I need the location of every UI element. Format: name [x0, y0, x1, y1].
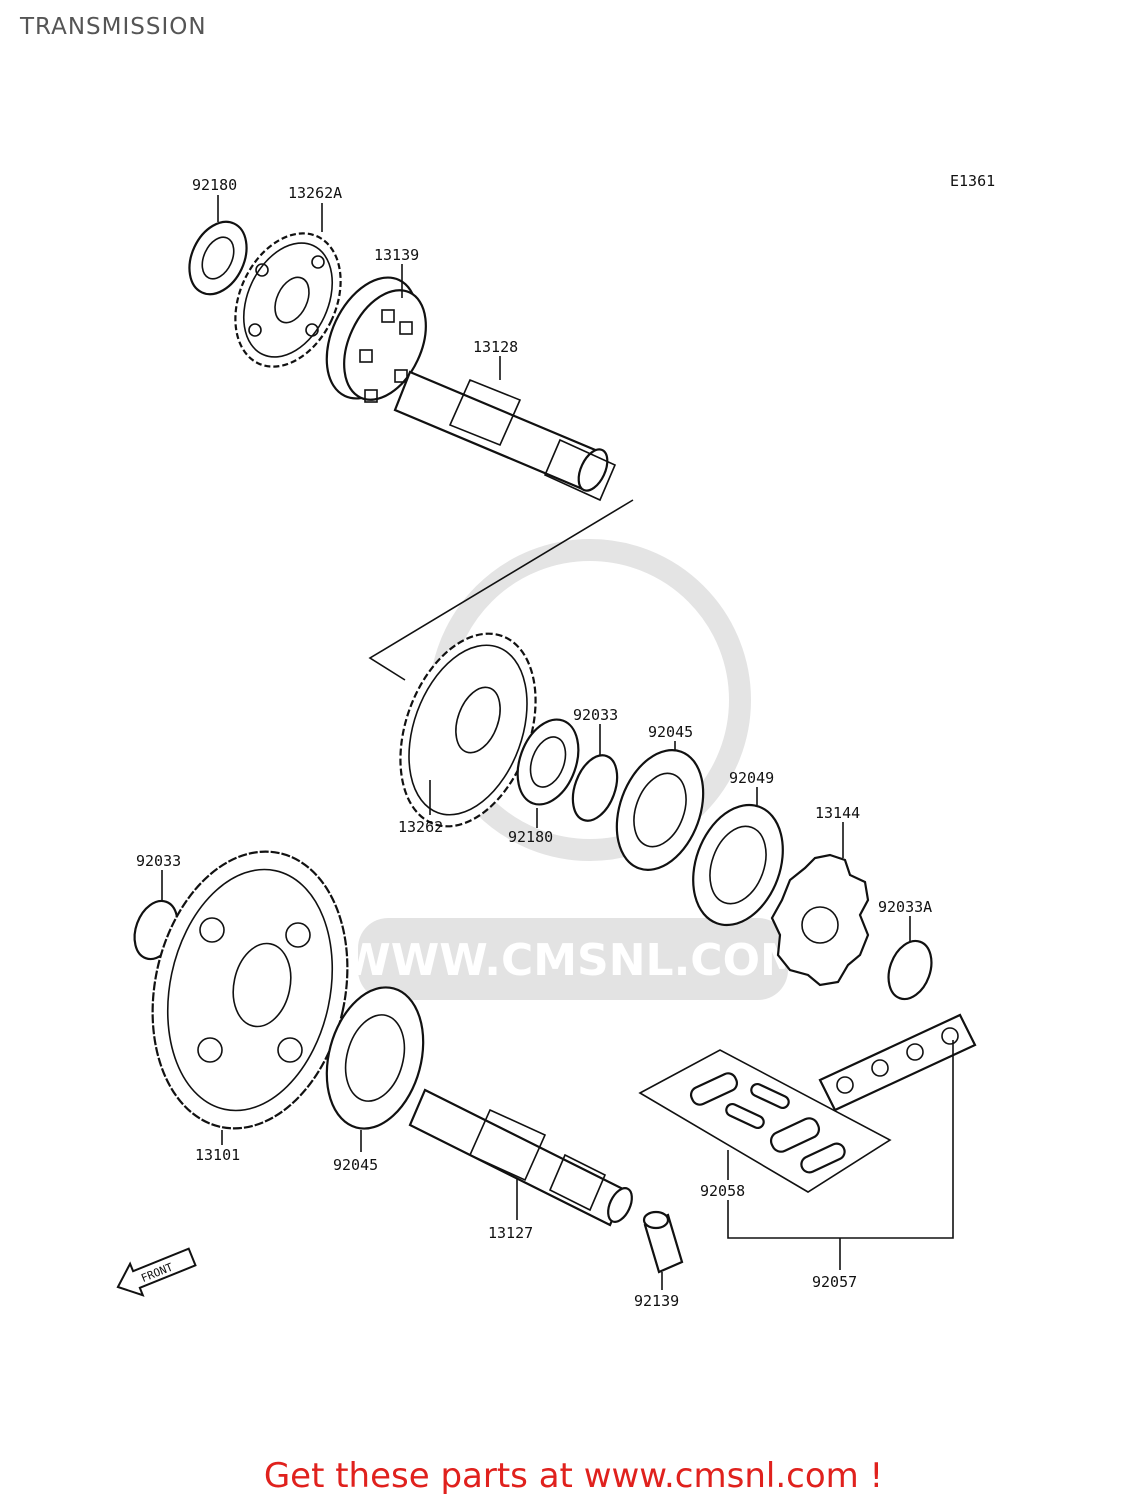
leader-lines — [161, 195, 954, 1290]
oil-seal-92049[interactable] — [677, 792, 798, 937]
part-label[interactable]: 13262 — [398, 818, 443, 836]
part-label[interactable]: 92033A — [878, 898, 932, 916]
front-arrow-icon: FRONT — [116, 1247, 197, 1297]
shaft-13128[interactable] — [393, 370, 617, 502]
part-label[interactable]: 92049 — [729, 769, 774, 787]
footer-link[interactable]: www.cmsnl.com — [583, 1456, 859, 1496]
part-label[interactable]: 92058 — [700, 1182, 745, 1200]
part-label[interactable]: 92045 — [648, 723, 693, 741]
collar-13139[interactable] — [309, 263, 442, 413]
master-link-92058[interactable] — [638, 1049, 892, 1193]
part-label[interactable]: 13139 — [374, 246, 419, 264]
assembly-line — [368, 499, 634, 681]
diagram-code: E1361 — [950, 172, 995, 190]
circlip-92033a[interactable] — [881, 935, 939, 1005]
circlip-92033-right[interactable] — [565, 749, 626, 827]
footer-promo: Get these parts at www.cmsnl.com ! — [0, 1456, 1147, 1496]
sprocket-13144[interactable] — [770, 853, 870, 987]
gear-13262a[interactable] — [215, 216, 361, 383]
part-label[interactable]: 92045 — [333, 1156, 378, 1174]
part-label[interactable]: 92057 — [812, 1273, 857, 1291]
gear-13101[interactable] — [128, 833, 372, 1146]
page-title: TRANSMISSION — [20, 14, 207, 40]
shaft-13127[interactable] — [408, 1088, 637, 1227]
washer-92180-top[interactable] — [178, 213, 257, 304]
part-label[interactable]: 92139 — [634, 1292, 679, 1310]
chain-92057[interactable] — [818, 1013, 977, 1112]
bearing-92045-left[interactable] — [312, 977, 438, 1140]
bearing-92045-right[interactable] — [601, 738, 719, 882]
part-label[interactable]: 13262A — [288, 184, 342, 202]
part-label[interactable]: 13144 — [815, 804, 860, 822]
part-label[interactable]: 92033 — [573, 706, 618, 724]
gear-13262[interactable] — [376, 615, 561, 845]
part-label[interactable]: 92033 — [136, 852, 181, 870]
watermark-text: WWW.CMSNL.COM — [342, 935, 804, 986]
part-label[interactable]: 92180 — [508, 828, 553, 846]
part-label[interactable]: 92180 — [192, 176, 237, 194]
washer-92180-mid[interactable] — [507, 711, 590, 813]
footer-prefix: Get these parts at — [263, 1456, 584, 1496]
footer-suffix: ! — [858, 1456, 884, 1496]
collar-92139[interactable] — [642, 1210, 684, 1274]
part-label[interactable]: 13101 — [195, 1146, 240, 1164]
part-label[interactable]: 13128 — [473, 338, 518, 356]
part-label[interactable]: 13127 — [488, 1224, 533, 1242]
